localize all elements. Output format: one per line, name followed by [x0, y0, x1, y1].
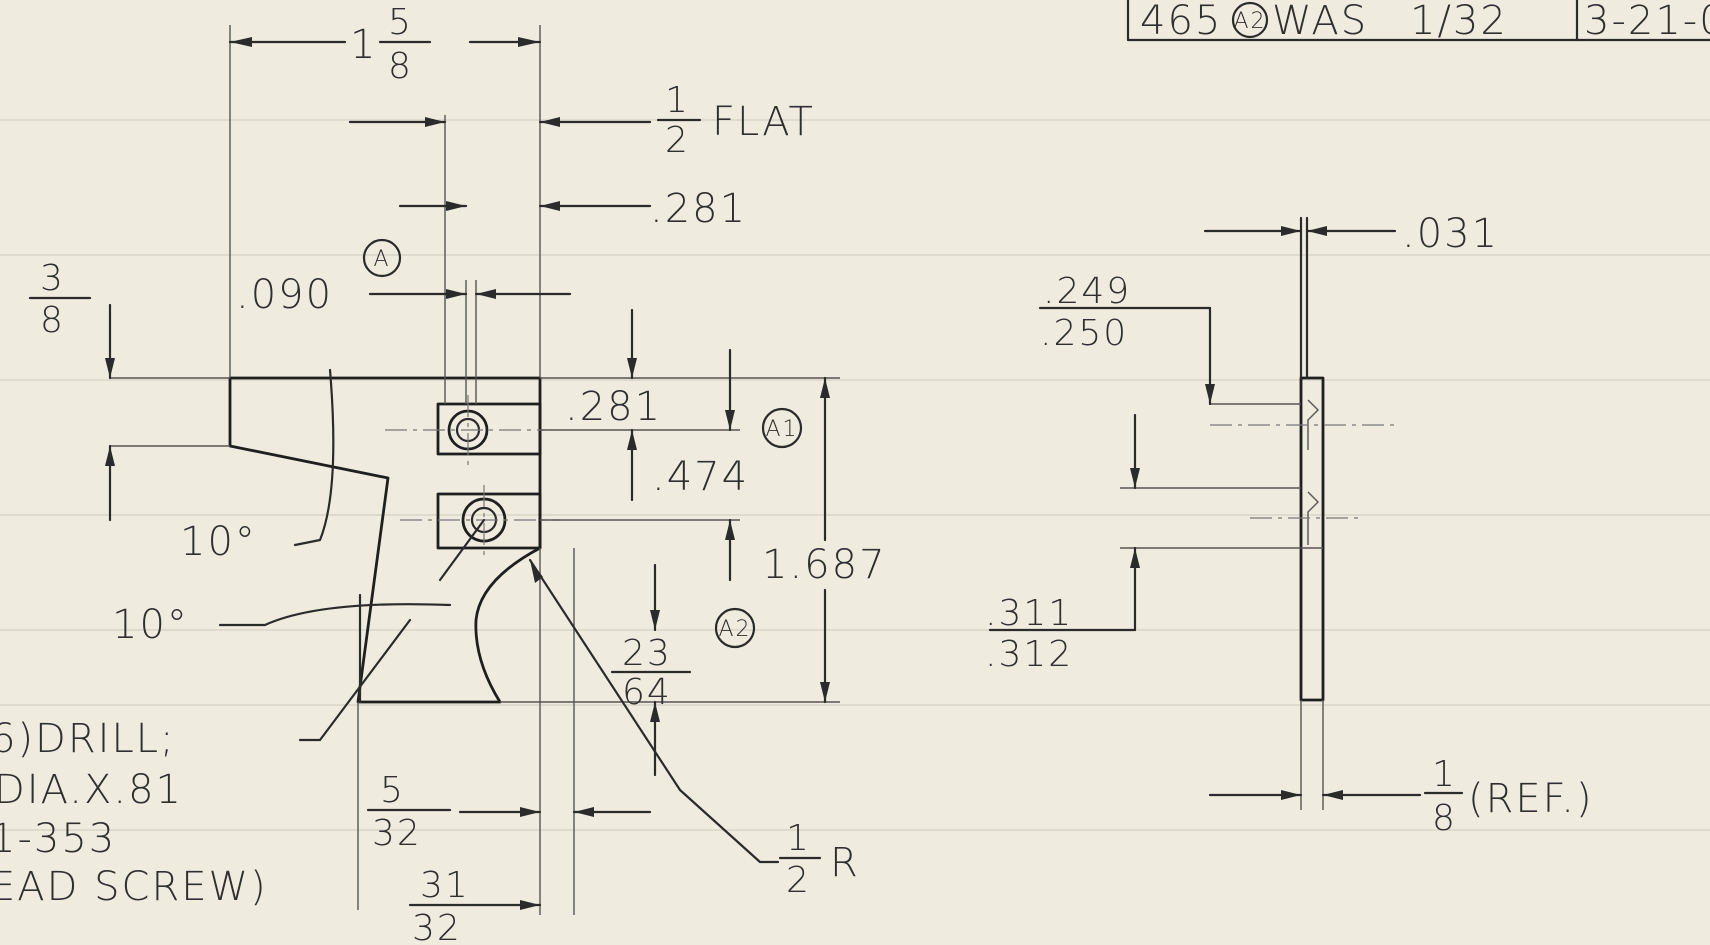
side-dim-311: .311 — [985, 593, 1073, 634]
note-line-4: EAD SCREW) — [0, 864, 268, 910]
side-view: .031 .249 .250 .311 .312 1 8 (REF.) — [985, 211, 1594, 839]
revision-text-c: 1/32 — [1410, 0, 1508, 44]
revision-block: 465 A2 WAS 1/32 3-21-0 — [1126, 0, 1710, 44]
side-ref-num: 1 — [1432, 754, 1457, 795]
mark-A1: A1 — [765, 417, 798, 442]
angle-upper: 10° — [180, 519, 257, 565]
dim-3-8-den: 8 — [40, 300, 65, 341]
revision-mark: A2 — [1233, 9, 1266, 34]
note-line-3: 1-353 — [0, 816, 116, 862]
drill-note: 6)DRILL; DIA.X.81 1-353 EAD SCREW) — [0, 716, 268, 910]
revision-text-b: WAS — [1272, 0, 1368, 44]
angle-lower: 10° — [112, 602, 189, 648]
dim-half-r-label: R — [830, 840, 860, 886]
dim-half-r-num: 1 — [786, 818, 811, 859]
dim-23-64-den: 64 — [622, 672, 672, 713]
side-ref-label: (REF.) — [1468, 776, 1594, 822]
side-dim-249: .249 — [1043, 271, 1131, 312]
dim-31-32-den: 32 — [412, 908, 462, 945]
dim-23-64-num: 23 — [622, 633, 672, 674]
dim-half-flat-num: 1 — [665, 80, 690, 121]
dim-half-flat-den: 2 — [665, 120, 690, 161]
dim-281-mid: .281 — [565, 384, 662, 430]
revision-text-a: 465 — [1140, 0, 1222, 44]
dim-5-32-num: 5 — [380, 770, 405, 811]
extension-lines — [110, 25, 840, 915]
mark-A: A — [373, 247, 390, 272]
dim-half-flat-label: FLAT — [712, 99, 815, 145]
dim-half-r-den: 2 — [786, 860, 811, 901]
dim-1-5-8-den: 8 — [388, 46, 413, 87]
dim-1-5-8-whole: 1 — [350, 22, 377, 68]
dim-5-32-den: 32 — [372, 813, 422, 854]
dim-474: .474 — [652, 454, 749, 500]
paper-guidelines — [0, 119, 1710, 831]
part-outline — [228, 280, 560, 704]
dim-3-8-num: 3 — [40, 258, 65, 299]
note-line-1: 6)DRILL; — [0, 716, 176, 762]
dim-1687: 1.687 — [762, 542, 887, 588]
dim-281-top: .281 — [650, 186, 747, 232]
side-dim-250: .250 — [1040, 313, 1128, 354]
revision-date: 3-21-0 — [1584, 0, 1710, 44]
dimension-lines — [105, 37, 830, 910]
dim-31-32-num: 31 — [420, 865, 470, 906]
side-dim-312: .312 — [985, 634, 1073, 675]
front-view-labels: 1 5 8 1 2 FLAT .281 A .090 3 8 .281 A1 .… — [28, 2, 887, 945]
side-dim-031: .031 — [1402, 211, 1499, 257]
mark-A2: A2 — [718, 617, 751, 642]
side-ref-den: 8 — [1432, 798, 1457, 839]
dim-090: .090 — [236, 272, 333, 318]
note-line-2: DIA.X.81 — [0, 767, 183, 813]
dim-1-5-8-num: 5 — [388, 2, 413, 43]
